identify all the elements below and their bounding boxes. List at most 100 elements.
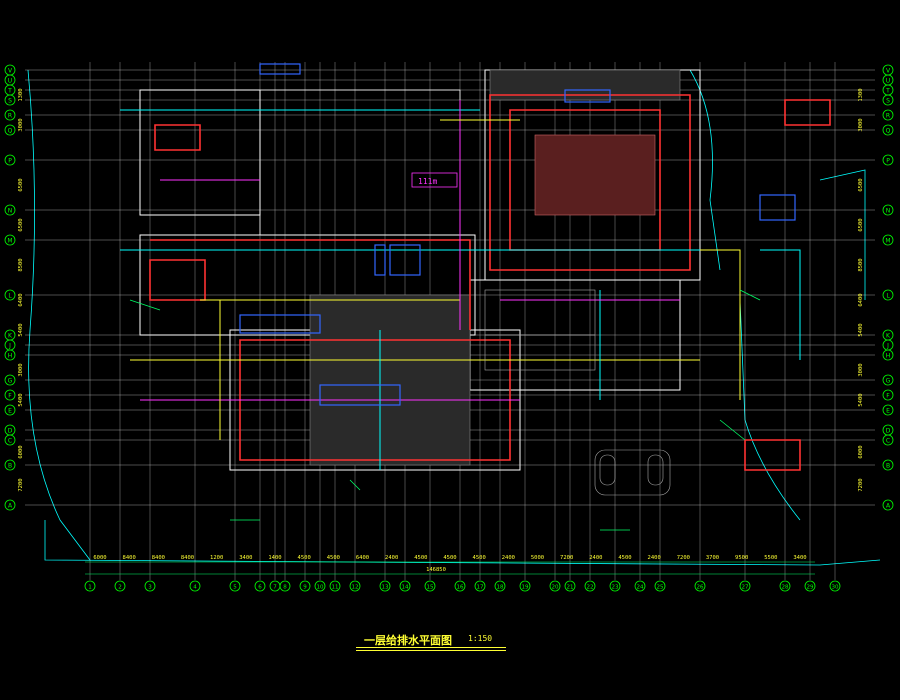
axis-col-label: 5: [233, 585, 237, 591]
axis-col-label: 6: [258, 585, 262, 591]
axis-bubble-col: [84, 580, 96, 592]
axis-col-label: 26: [697, 585, 704, 591]
axis-col-label: 7: [273, 585, 277, 591]
dimension-text: 5500: [764, 555, 777, 561]
axis-row-label: S: [886, 98, 890, 105]
axis-row-label: T: [885, 88, 890, 95]
axis-col-label: 19: [522, 585, 529, 591]
dimension-text-vertical: 1300: [18, 88, 24, 101]
axis-bubble-col: [804, 580, 816, 592]
dimension-text: 2400: [385, 555, 398, 561]
dimension-text-vertical: 5400: [858, 393, 864, 406]
dimension-text-vertical: 8500: [858, 258, 864, 271]
axis-bubble-row: [882, 499, 894, 511]
block-middle-west: [139, 234, 476, 336]
axis-bubble-col: [114, 580, 126, 592]
dimension-text: 4500: [414, 555, 427, 561]
dimension-text: 3400: [239, 555, 252, 561]
axis-col-label: 28: [782, 585, 789, 591]
axis-col-label: 17: [477, 585, 484, 591]
axis-bubble-col: [564, 580, 576, 592]
axis-bubble-row: [882, 204, 894, 216]
axis-col-label: 9: [303, 585, 307, 591]
axis-bubble-col: [474, 580, 486, 592]
axis-bubble-row: [4, 124, 16, 136]
axis-col-label: 23: [612, 585, 619, 591]
dimension-text: 4500: [327, 555, 340, 561]
axis-col-label: 12: [352, 585, 359, 591]
dimension-text: 8400: [181, 555, 194, 561]
axis-bubble-row: [882, 374, 894, 386]
axis-bubble-col: [549, 580, 561, 592]
dimension-text: 4500: [618, 555, 631, 561]
axis-bubble-row: [882, 234, 894, 246]
axis-row-label: V: [886, 68, 891, 75]
dimension-text: 4500: [443, 555, 456, 561]
axis-col-label: 21: [567, 585, 574, 591]
dimension-text-vertical: 5400: [858, 323, 864, 336]
axis-row-label: C: [8, 438, 12, 445]
axis-col-label: 2: [118, 585, 122, 591]
axis-row-label: E: [886, 408, 890, 415]
axis-row-label: S: [8, 98, 12, 105]
axis-row-label: A: [886, 503, 891, 510]
axis-bubble-row: [4, 459, 16, 471]
title-block: 一层给排水平面图 1:150: [352, 630, 532, 658]
axis-bubble-row: [4, 404, 16, 416]
dimension-text-vertical: 6000: [858, 445, 864, 458]
axis-row-label: B: [8, 463, 12, 470]
axis-col-label: 25: [657, 585, 664, 591]
axis-row-label: Q: [886, 128, 891, 135]
axis-bubble-col: [739, 580, 751, 592]
axis-row-label: P: [886, 158, 890, 165]
room-label: 111m: [418, 177, 437, 186]
axis-row-label: K: [8, 333, 13, 340]
axis-bubble-col: [189, 580, 201, 592]
axis-bubble-col: [494, 580, 506, 592]
axis-row-label: H: [8, 353, 13, 360]
axis-bubble-row: [4, 154, 16, 166]
axis-row-label: B: [886, 463, 890, 470]
axis-row-label: H: [886, 353, 891, 360]
axis-bubble-row: [882, 389, 894, 401]
dimension-text: 6000: [93, 555, 106, 561]
dimension-text: 2400: [589, 555, 602, 561]
dimension-total: 146850: [426, 567, 446, 573]
dimension-text: 1200: [210, 555, 223, 561]
axis-row-label: U: [8, 78, 12, 85]
pipe-runs: [120, 100, 801, 470]
axis-bubble-row: [882, 404, 894, 416]
axis-row-label: G: [886, 378, 891, 385]
axis-bubble-row: [4, 374, 16, 386]
dimension-text: 4500: [298, 555, 311, 561]
axis-col-label: 1: [88, 585, 92, 591]
axis-col-label: 4: [193, 585, 197, 591]
axis-bubble-row: [882, 109, 894, 121]
axis-bubble-col: [654, 580, 666, 592]
dimension-text: 6400: [356, 555, 369, 561]
title-underline-2: [356, 650, 506, 651]
dimension-text: 4500: [473, 555, 486, 561]
dimension-text-vertical: 6500: [858, 218, 864, 231]
walls-red: [149, 94, 831, 471]
axis-row-label: D: [8, 428, 13, 435]
axis-col-label: 14: [402, 585, 409, 591]
axis-row-label: C: [886, 438, 890, 445]
axis-bubble-row: [882, 124, 894, 136]
axis-bubble-col: [379, 580, 391, 592]
axis-row-label: J: [886, 343, 889, 350]
axis-bubble-col: [424, 580, 436, 592]
dimension-text-vertical: 3000: [18, 363, 24, 376]
axis-bubble-row: [4, 204, 16, 216]
axis-bubble-col: [694, 580, 706, 592]
axis-row-label: L: [8, 293, 12, 300]
dimension-text: 3700: [706, 555, 719, 561]
axis-bubble-col: [229, 580, 241, 592]
dimension-text-vertical: 6400: [858, 293, 864, 306]
axis-col-label: 20: [552, 585, 559, 591]
dimension-text-vertical: 7200: [858, 478, 864, 491]
hatch-core-south: [309, 294, 471, 466]
axis-bubble-row: [882, 289, 894, 301]
axis-row-label: J: [8, 343, 11, 350]
